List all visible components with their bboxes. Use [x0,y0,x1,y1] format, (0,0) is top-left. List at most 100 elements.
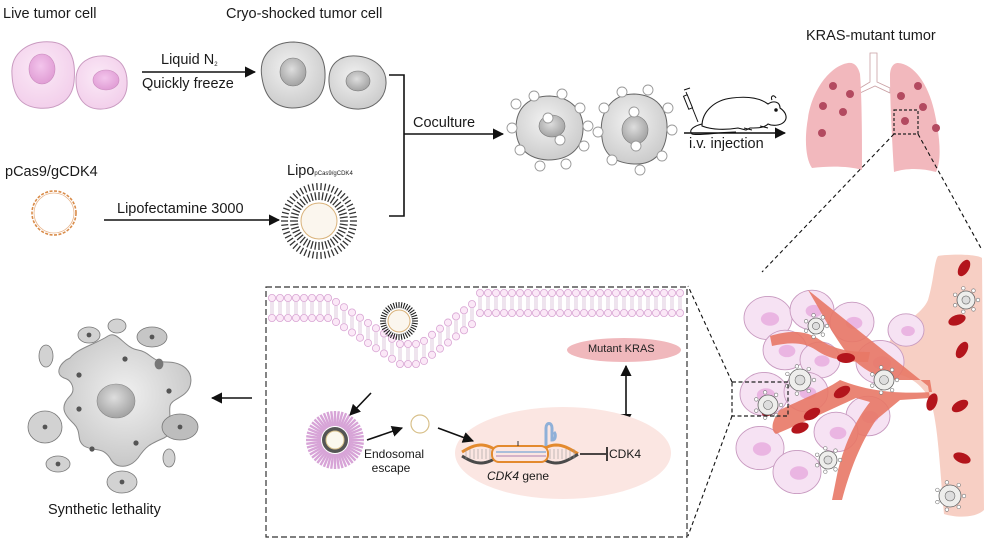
lipid-head [371,324,380,333]
lipid-tail [348,440,364,445]
lipid-tail [411,324,418,328]
loaded-cryo-cell-in-tissue [870,365,900,395]
lipid-tail [409,328,415,333]
cdk4-gene-dna-icon [461,422,579,465]
lipid-tail [334,234,342,241]
lipid-tail [340,451,351,466]
lipid-tail [395,302,398,309]
attached-liposome [935,487,940,493]
attached-liposome [833,448,838,453]
tissue-cell-nucleus [829,426,847,440]
lipid-tail [411,322,418,325]
attached-liposome [890,367,895,372]
lipid-head [516,308,525,317]
cytoplasm-dot [76,372,82,378]
nucleus-region [455,407,671,499]
lipid-tail [321,192,324,201]
lipid-tail [310,240,314,250]
lipid-head [275,313,284,322]
attached-liposome [971,288,976,293]
attached-liposome [666,124,678,136]
gene-text: gene [519,469,550,483]
lipid-head [620,288,629,297]
attached-liposome [574,102,586,114]
attached-liposome [528,90,540,102]
tumor-nodule [932,124,940,132]
cocultured-cells [506,84,678,176]
loaded-cryo-cell-in-tissue [754,390,784,420]
lipid-tail [307,427,323,436]
lipid-tail [290,212,300,216]
lipid-head [660,308,669,317]
lipid-head [572,288,581,297]
attached-liposome [763,390,768,395]
lipid-head [283,313,292,322]
attached-liposome [754,397,759,402]
lipid-head [636,308,645,317]
lipid-head [636,288,645,297]
lipid-tail [311,447,325,459]
lipid-tail [284,234,292,239]
lipid-tail [324,192,328,202]
lipid-tail [383,309,389,314]
attached-liposome [606,154,618,166]
lipid-tail [400,333,403,340]
lipid-tail [387,305,392,311]
lipid-tail [313,418,326,431]
tumor-model-label: KRAS-mutant tumor [806,28,936,44]
lipid-tail [339,223,348,226]
lipid-tail [346,445,361,456]
attached-liposome [811,377,817,383]
lipid-tail [299,187,305,195]
attached-liposome [806,388,811,394]
capillary [772,290,932,500]
cdk4-gene-label: CDK4 gene [487,469,549,483]
lipid-tail [336,231,344,238]
lipid-tail [289,240,296,246]
attached-liposome [803,319,809,324]
lipid-head [459,326,468,335]
attached-liposome [778,402,784,408]
lipid-tail [395,333,398,340]
cell-fragment [154,358,164,370]
fragment-dot [177,424,183,430]
lipid-head [355,313,364,322]
lipid-tail [346,424,361,435]
plasmid-label: pCas9/gCDK4 [5,164,98,180]
lipid-tail [411,317,418,320]
cdk4-protein-label: CDK4 [609,447,642,461]
attached-liposomes [506,84,678,176]
lipid-head [540,308,549,317]
attached-liposome [578,140,590,152]
lipid-tail [330,185,335,193]
lipid-head [411,339,420,348]
synthetic-lethality-label: Synthetic lethality [48,502,161,518]
lipid-tail [346,203,354,208]
lipid-head [652,308,661,317]
lipid-tail [349,211,357,215]
red-blood-cell [791,422,809,434]
lipo-text: Lipo [287,163,315,179]
lipid-head [379,349,388,358]
endosomal-escape-line2: escape [371,461,411,475]
attached-liposome [823,469,828,474]
lipid-head [395,359,404,368]
lipid-head [580,308,589,317]
lipid-tail [344,418,357,431]
lipid-tail [335,453,340,469]
cryo-cell-nucleus [621,115,649,145]
lipid-tail [409,309,415,314]
lipid-head [419,356,428,365]
lipid-tail [332,236,339,244]
lipid-tail [387,331,392,337]
lipid-tail [336,245,343,252]
attached-liposome [785,371,790,377]
lipid-tail [281,223,289,227]
lungs-illustration [805,52,940,172]
lipid-tail [299,198,306,206]
lipid-tail [289,196,296,202]
lipid-tail [348,431,364,438]
red-blood-cell [926,393,938,411]
tumor-nodule [919,103,927,111]
